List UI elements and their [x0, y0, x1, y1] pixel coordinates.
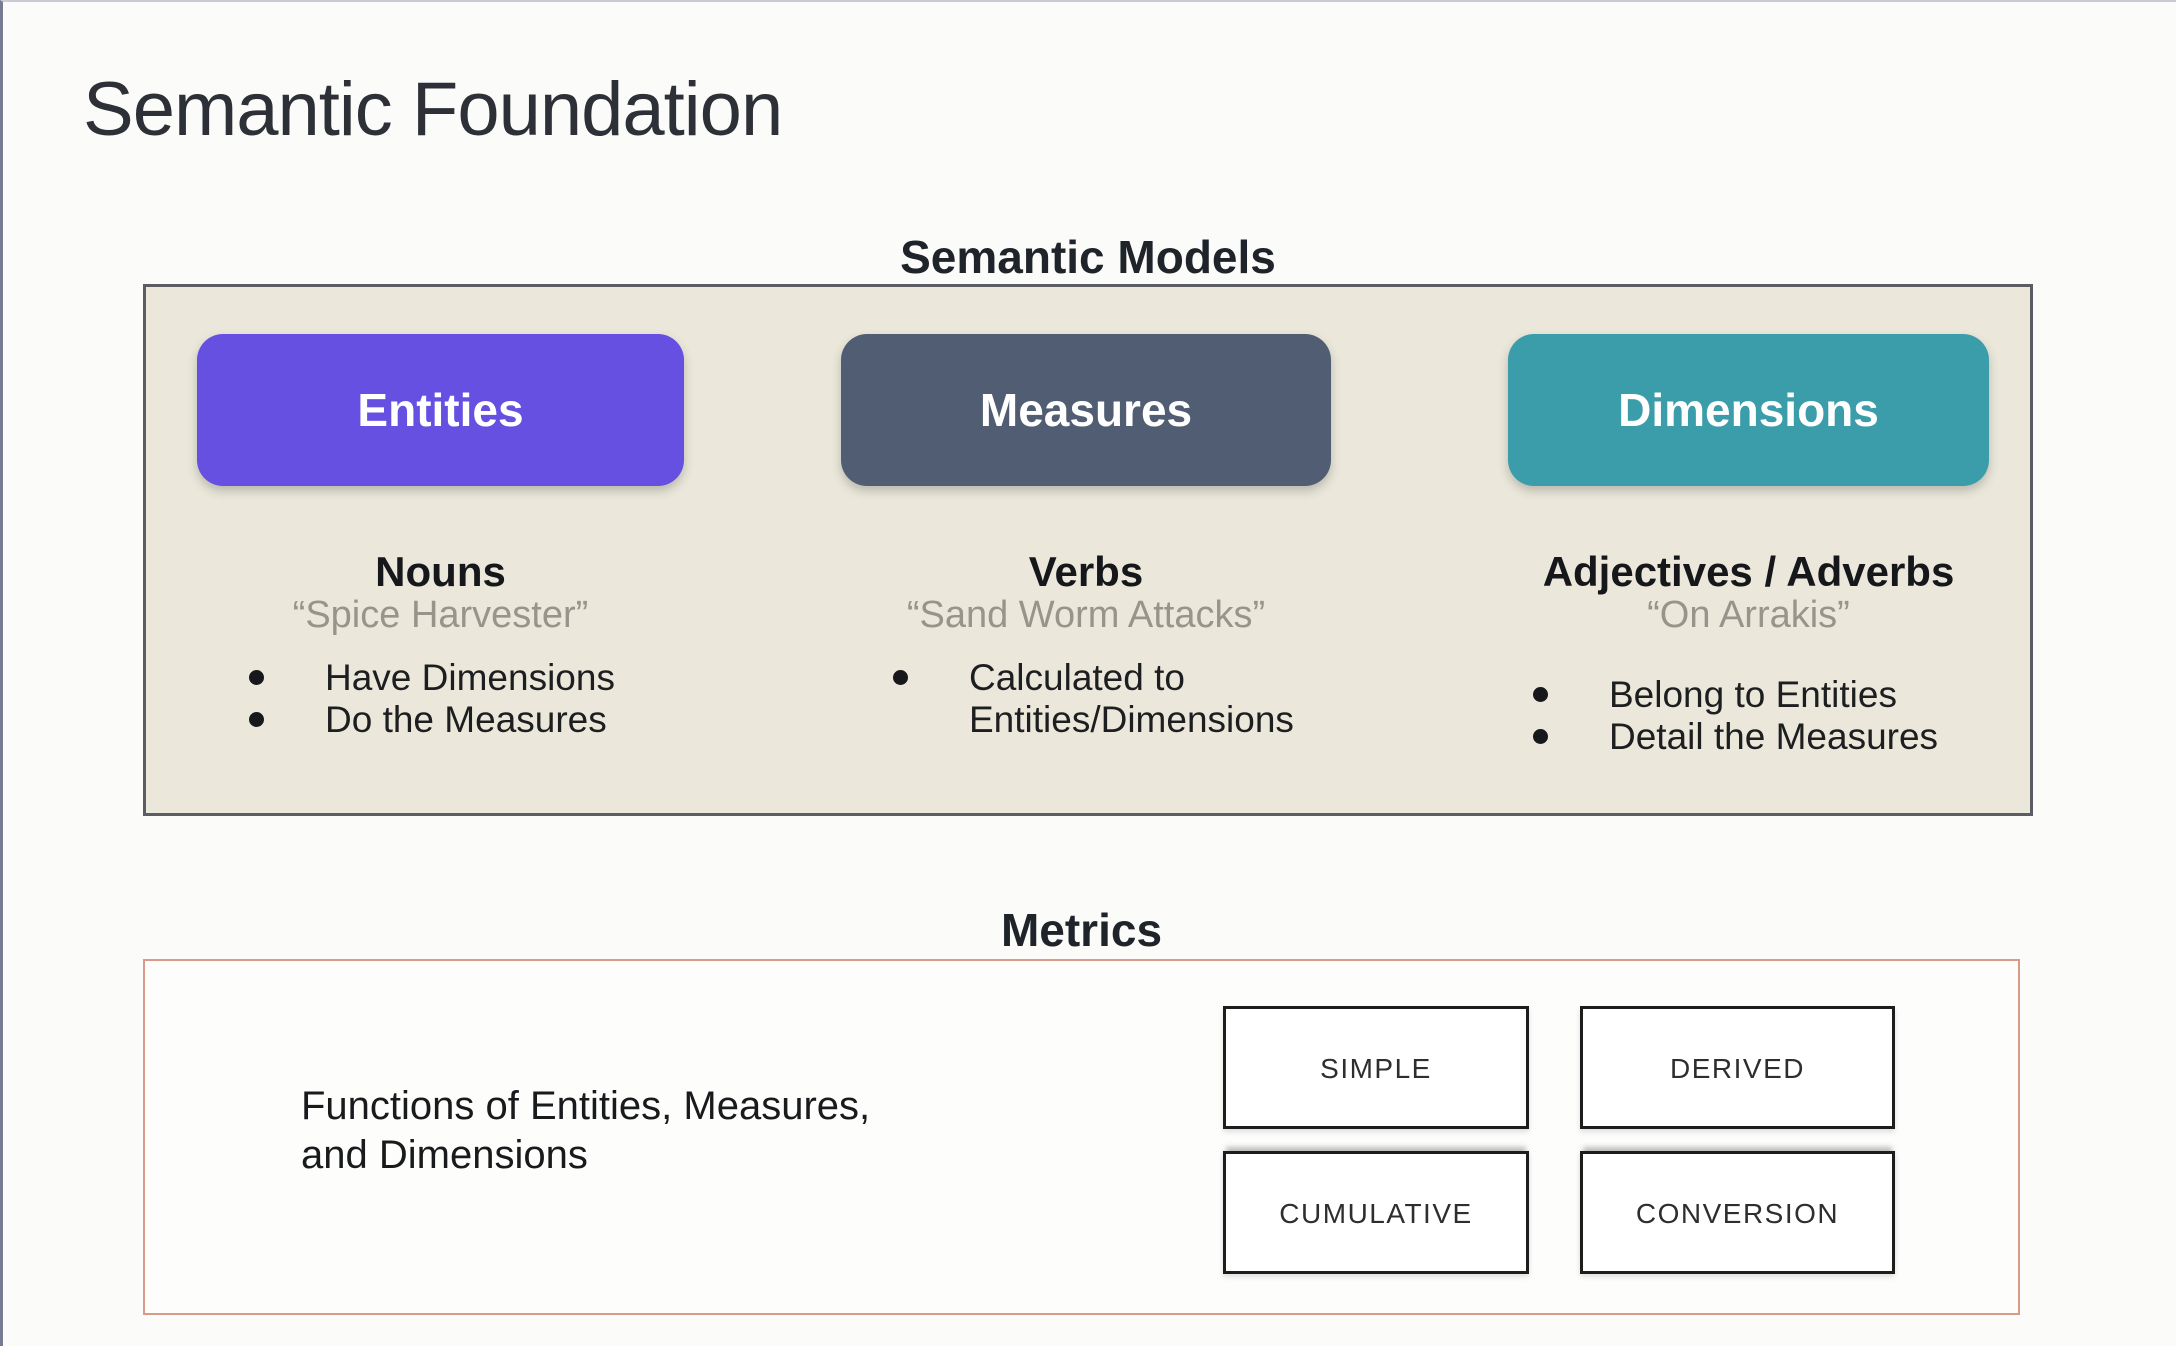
entities-box: Entities [197, 334, 684, 486]
measures-example-quote: “Sand Worm Attacks” [906, 594, 1266, 636]
entities-bullet-list: Have Dimensions Do the Measures [247, 657, 615, 741]
dimensions-example-quote: “On Arrakis” [1647, 594, 1850, 636]
dimensions-box: Dimensions [1508, 334, 1989, 486]
slide-title: Semantic Foundation [83, 67, 783, 152]
entities-role-heading: Nouns [375, 548, 506, 595]
metrics-heading: Metrics [1000, 904, 1163, 956]
semantic-models-heading: Semantic Models [900, 231, 1276, 283]
dimensions-bullet-list: Belong to Entities Detail the Measures [1531, 674, 1938, 758]
entities-example-quote: “Spice Harvester” [292, 594, 589, 636]
metric-type-simple: SIMPLE [1223, 1006, 1529, 1129]
dimensions-role-heading: Adjectives / Adverbs [1542, 548, 1955, 595]
list-item: Do the Measures [247, 699, 615, 741]
measures-role-heading: Verbs [1028, 548, 1144, 595]
metric-type-conversion: CONVERSION [1580, 1151, 1895, 1274]
list-item: Calculated to Entities/Dimensions [891, 657, 1319, 741]
metric-type-cumulative: CUMULATIVE [1223, 1151, 1529, 1274]
list-item: Have Dimensions [247, 657, 615, 699]
measures-bullet-list: Calculated to Entities/Dimensions [891, 657, 1319, 741]
metrics-description: Functions of Entities, Measures, and Dim… [301, 1084, 871, 1177]
metric-type-derived: DERIVED [1580, 1006, 1895, 1129]
list-item: Detail the Measures [1531, 716, 1938, 758]
measures-box: Measures [841, 334, 1331, 486]
list-item: Belong to Entities [1531, 674, 1938, 716]
